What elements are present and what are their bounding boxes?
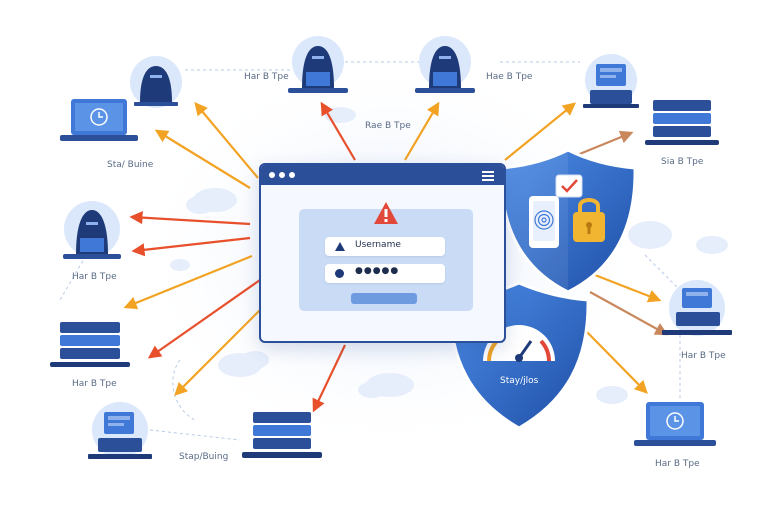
window-dot — [279, 172, 285, 178]
menu-icon — [482, 171, 494, 173]
laptop-clock-icon — [60, 99, 138, 141]
server-rack-icon — [645, 100, 719, 145]
arrow — [131, 236, 251, 257]
window-dot — [269, 172, 275, 178]
login-button[interactable] — [351, 293, 417, 304]
login-form: Username ●●●●● — [299, 202, 473, 311]
arrow — [312, 344, 346, 413]
arrow — [584, 329, 648, 394]
username-label: Username — [355, 240, 401, 250]
server-rack-icon — [50, 322, 130, 367]
password-icon — [335, 269, 344, 278]
menu-icon — [482, 179, 494, 181]
node-label: Rae B Tpe — [365, 121, 411, 131]
arrow — [589, 291, 669, 336]
server-rack-icon — [242, 412, 322, 458]
hacker-icon — [130, 56, 182, 108]
monitor-icon — [88, 402, 152, 459]
node-label: Stap/Buing — [179, 452, 229, 462]
menu-icon — [482, 175, 494, 177]
arrow — [504, 102, 577, 161]
shield-icon — [499, 148, 637, 294]
node-label: Har B Tpe — [72, 379, 117, 389]
arrow — [154, 129, 251, 189]
hacker-icon — [288, 36, 348, 93]
dashed-connectors — [59, 61, 691, 441]
cloud-icon — [170, 107, 728, 404]
laptop-clock-icon — [634, 402, 716, 446]
node-label: Har B Tpe — [244, 72, 289, 82]
username-field[interactable]: Username — [325, 237, 445, 256]
arrow — [129, 211, 251, 226]
arrow — [404, 101, 440, 161]
password-mask: ●●●●● — [355, 266, 400, 276]
node-label: Har B Tpe — [681, 351, 726, 361]
arrow — [194, 101, 259, 179]
node-label: Har B Tpe — [655, 459, 700, 469]
arrow — [174, 299, 271, 396]
node-label: Hae B Tpe — [486, 72, 533, 82]
hacker-icon — [63, 201, 121, 259]
arrow — [320, 101, 356, 161]
node-label: Har B Tpe — [72, 272, 117, 282]
hacker-icon — [415, 36, 475, 93]
node-label: Sta/ Buine — [107, 160, 154, 170]
window-dot — [289, 172, 295, 178]
password-field[interactable]: ●●●●● — [325, 264, 445, 283]
arrow — [147, 279, 261, 359]
lock-icon — [573, 198, 605, 242]
shield-label: Stay/jlos — [500, 376, 539, 386]
arrow — [594, 273, 662, 303]
fingerprint-icon — [529, 196, 559, 248]
arrow — [123, 254, 253, 310]
window-title-bar — [261, 165, 504, 185]
warning-icon — [374, 202, 398, 224]
login-window: Username ●●●●● — [259, 163, 506, 343]
monitor-icon — [583, 54, 639, 108]
attack-arrows — [123, 101, 669, 413]
monitor-icon — [662, 280, 732, 336]
checkmark-icon — [555, 174, 583, 198]
node-label: Sia B Tpe — [661, 157, 704, 167]
user-icon — [335, 242, 345, 251]
